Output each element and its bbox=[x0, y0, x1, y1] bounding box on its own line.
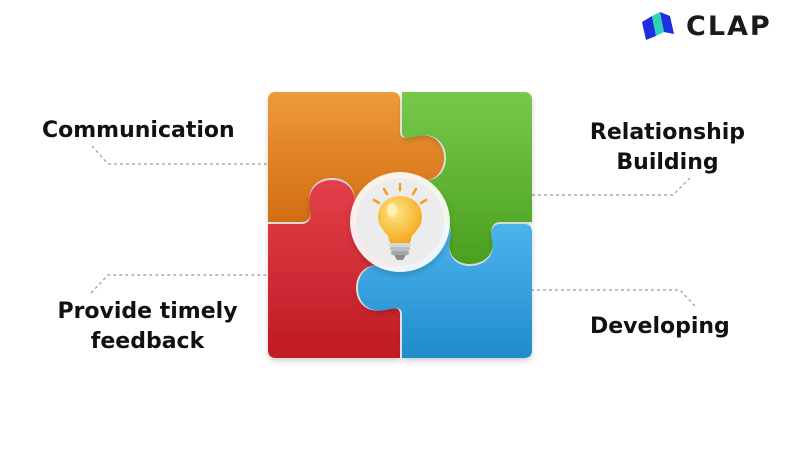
label-relationship-building: Relationship Building bbox=[565, 118, 770, 178]
lightbulb-icon bbox=[372, 182, 428, 260]
label-provide-line2: feedback bbox=[90, 329, 205, 354]
clap-logo-icon bbox=[642, 12, 674, 40]
brand-name: CLAP bbox=[686, 10, 772, 42]
puzzle-piece-blue bbox=[358, 224, 532, 358]
connector-communication bbox=[91, 145, 268, 165]
brand-logo: CLAP bbox=[640, 8, 772, 44]
label-relationship-line2: Building bbox=[616, 150, 719, 175]
connector-relationship bbox=[532, 177, 691, 196]
connector-provide bbox=[90, 274, 268, 294]
label-provide-line1: Provide timely bbox=[57, 299, 238, 324]
label-developing: Developing bbox=[590, 314, 730, 339]
label-relationship-line1: Relationship bbox=[589, 120, 746, 145]
label-provide-timely-feedback: Provide timely feedback bbox=[40, 297, 255, 357]
label-communication: Communication bbox=[42, 118, 235, 143]
